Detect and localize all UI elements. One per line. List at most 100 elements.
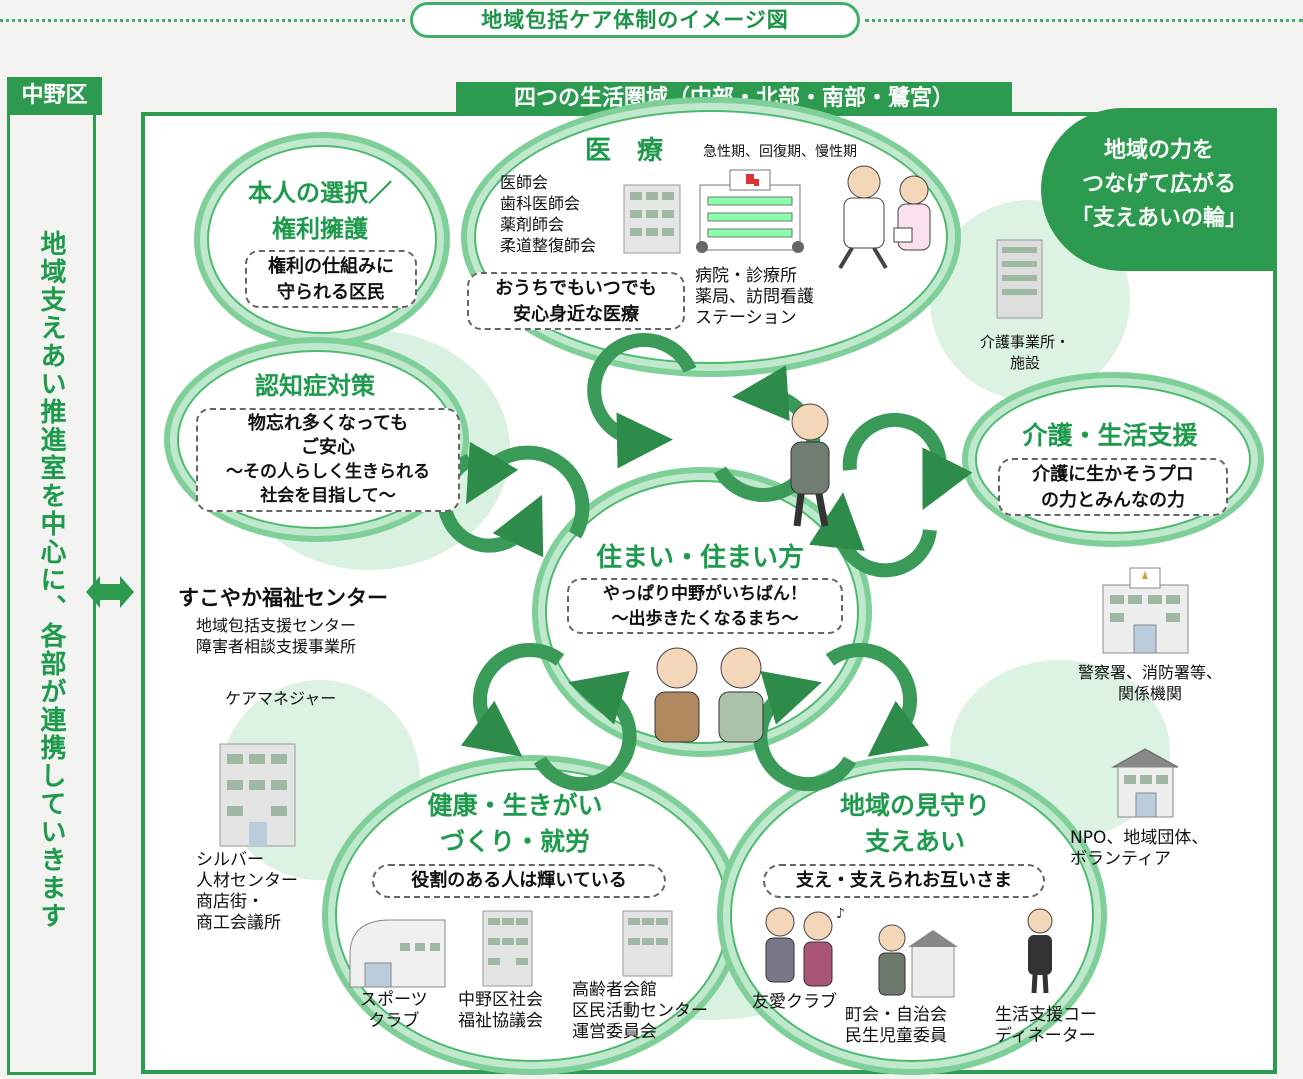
sports-club-label: スポーツ クラブ (360, 990, 428, 1032)
arrow-care-top (842, 413, 973, 511)
police-line-2: 関係機関 (1117, 684, 1182, 703)
health-left-line-3: 商店街・ (196, 892, 264, 912)
senior-hall-line-1: 高齢者会館 (572, 980, 657, 1000)
welfare-center-sub-2: 障害者相談支援事業所 (196, 637, 357, 656)
senior-hall-line-3: 運営委員会 (572, 1022, 657, 1042)
arrow-health-right (533, 670, 637, 792)
friendship-club-label: 友愛クラブ (752, 992, 837, 1012)
senior-hall-building-icon (622, 910, 673, 977)
medical-facilities: 病院・診療所 薬局、訪問看護 ステーション (695, 266, 814, 329)
medical-title: 医 療 (585, 136, 664, 166)
arrow-watch-right (825, 643, 930, 757)
header-dotted-line-left (0, 19, 405, 22)
svg-text:♪: ♪ (836, 906, 845, 922)
health-left-label: シルバー 人材センター 商店街・ 商工会議所 (196, 850, 298, 934)
medical-org: 薬剤師会 (500, 215, 565, 234)
sports-club-line-2: クラブ (368, 1011, 420, 1031)
medical-facility: ステーション (695, 308, 797, 328)
senior-hall-label: 高齢者会館 区民活動センター 運営委員会 (572, 980, 708, 1043)
coordinator-label: 生活支援コー ディネーター (995, 1005, 1097, 1047)
sports-club-line-1: スポーツ (360, 990, 428, 1010)
care-facility-line-1: 介護事業所・ (979, 333, 1070, 351)
hospital-icon (696, 169, 804, 253)
watch-title: 地域の見守り 支えあい (800, 788, 1030, 860)
dementia-slogan-line-3: ～その人らしく生きられる (226, 462, 430, 482)
watch-slogan: 支え・支えられお互いさま (763, 864, 1045, 898)
support-ring-line-1: 地域の力を (1103, 138, 1214, 163)
medical-slogan-line-2: 安心身近な医療 (513, 304, 639, 325)
npo-line-2: ボランティア (1070, 849, 1171, 869)
health-title-line-1: 健康・生きがい (427, 791, 603, 820)
support-ring-line-3: 「支えあいの輪」 (1070, 206, 1247, 231)
rights-title: 本人の選択／ 権利擁護 (235, 175, 405, 247)
dementia-slogan: 物忘れ多くなっても ご安心 ～その人らしく生きられる 社会を目指して～ (196, 408, 460, 512)
medical-org: 医師会 (500, 173, 549, 192)
town-council-line-2: 民生児童委員 (845, 1026, 947, 1046)
police-line-1: 警察署、消防署等、 (1077, 663, 1222, 682)
social-welfare-building-icon (482, 910, 533, 987)
welfare-center-sub: 地域包括支援センター 障害者相談支援事業所 (196, 615, 356, 657)
housing-slogan-line-2: ～出歩きたくなるまち～ (611, 609, 799, 629)
care-facility-label: 介護事業所・ 施設 (965, 332, 1085, 374)
social-welfare-line-2: 福祉協議会 (458, 1011, 543, 1031)
dementia-slogan-line-2: ご安心 (301, 437, 355, 458)
medical-org: 歯科医師会 (500, 194, 581, 213)
police-label: 警察署、消防署等、 関係機関 (1065, 662, 1235, 704)
page-title: 地域包括ケア体制のイメージ図 (410, 2, 860, 38)
clinic-building-icon (623, 184, 681, 254)
arrow-watch-left (753, 670, 857, 792)
double-arrow-icon (86, 576, 134, 608)
watch-title-line-1: 地域の見守り (839, 791, 990, 820)
ward-label: 中野区 (7, 77, 102, 115)
medical-orgs: 医師会 歯科医師会 薬剤師会 柔道整復師会 (500, 172, 596, 256)
elderly-women-icon (654, 647, 764, 743)
health-left-line-2: 人材センター (196, 871, 298, 891)
support-ring-line-2: つなげて広がる (1081, 172, 1236, 197)
care-slogan: 介護に生かそうプロ の力とみんなの力 (998, 458, 1228, 516)
health-left-line-4: 商工会議所 (196, 913, 281, 933)
silver-center-building-icon (219, 743, 296, 847)
medical-slogan-line-1: おうちでもいつでも (495, 278, 657, 299)
town-council-label: 町会・自治会 民生児童委員 (845, 1005, 947, 1047)
housing-slogan: やっぱり中野がいちばん！ ～出歩きたくなるまち～ (567, 578, 843, 634)
medical-facility: 病院・診療所 (695, 266, 797, 286)
coordinator-line-2: ディネーター (995, 1026, 1096, 1046)
header-dotted-line-right (865, 19, 1303, 22)
medical-slogan: おうちでもいつでも 安心身近な医療 (467, 272, 685, 330)
care-facility-icon (996, 239, 1043, 319)
health-left-line-1: シルバー (196, 850, 264, 870)
arrow-medical-left (587, 333, 697, 469)
social-welfare-line-1: 中野区社会 (458, 990, 543, 1010)
watch-title-line-2: 支えあい (864, 827, 965, 856)
rights-slogan: 権利の仕組みに 守られる区民 (245, 250, 417, 308)
medical-subtitle: 急性期、回復期、慢性期 (703, 144, 857, 160)
rights-title-line-2: 権利擁護 (272, 215, 368, 243)
town-council-icon (878, 924, 958, 998)
arrow-health-left (460, 643, 565, 757)
elderly-man-icon (790, 403, 830, 527)
dementia-slogan-line-1: 物忘れ多くなっても (247, 413, 409, 434)
rights-title-line-1: 本人の選択／ (248, 179, 392, 207)
care-slogan-line-1: 介護に生かそうプロ (1032, 464, 1194, 485)
coordinator-icon (1027, 908, 1053, 994)
health-title: 健康・生きがい づくり・就労 (395, 788, 635, 860)
npo-label: NPO、地域団体、 ボランティア (1070, 828, 1208, 870)
health-title-line-2: づくり・就労 (439, 827, 590, 856)
coordinator-line-1: 生活支援コー (995, 1005, 1097, 1025)
dementia-title: 認知症対策 (255, 372, 375, 400)
rights-slogan-line-2: 守られる区民 (277, 282, 385, 303)
doctor-nurse-icon (838, 165, 931, 270)
care-slogan-line-2: の力とみんなの力 (1041, 490, 1185, 511)
npo-line-1: NPO、地域団体、 (1070, 828, 1209, 848)
community-house-icon (1111, 748, 1179, 818)
arrow-dementia-bottom (465, 441, 590, 539)
ward-vertical-text: 地域支えあい推進室を中心に、各部が連携していきます (36, 230, 66, 930)
medical-org: 柔道整復師会 (500, 236, 597, 255)
housing-title: 住まい・住まい方 (595, 543, 804, 573)
care-facility-line-2: 施設 (1009, 354, 1040, 372)
housing-slogan-line-1: やっぱり中野がいちばん！ (603, 584, 807, 604)
welfare-center-name: すこやか福祉センター (178, 586, 388, 610)
care-title: 介護・生活支援 (1022, 421, 1198, 450)
senior-hall-line-2: 区民活動センター (572, 1001, 708, 1021)
welfare-center-sub-1: 地域包括支援センター (196, 616, 357, 635)
